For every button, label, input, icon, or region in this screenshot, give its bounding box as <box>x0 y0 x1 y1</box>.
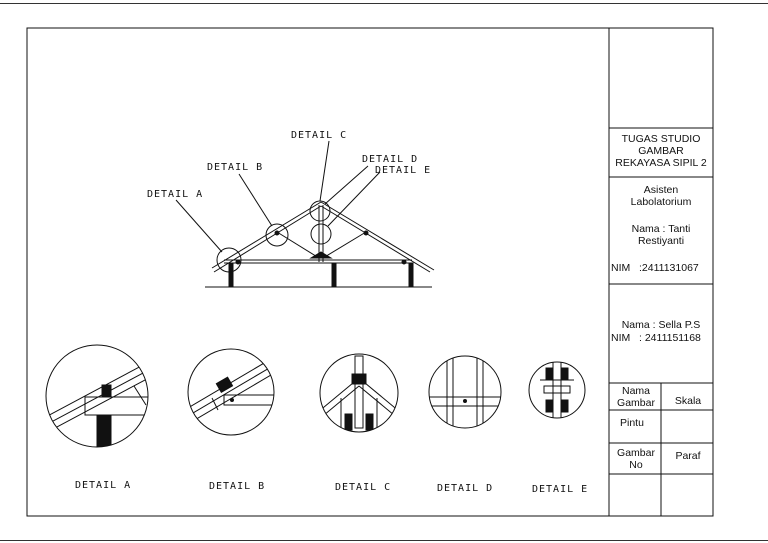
student-nim: NIM : 2411151168 <box>611 332 701 344</box>
assistant-role: Asisten Labolatorium <box>630 184 692 208</box>
signature-label: Paraf <box>675 450 701 462</box>
caption-detail-c: DETAIL C <box>335 482 391 493</box>
callout-detail-b: DETAIL B <box>207 162 263 173</box>
drawing-no-label: Gambar No <box>617 447 655 471</box>
title-block-grid <box>608 28 713 516</box>
assistant-nim: NIM :2411131067 <box>611 262 699 274</box>
bottom-border-line <box>0 540 768 541</box>
detail-c-drawing <box>319 353 399 433</box>
detail-b-drawing <box>187 348 275 436</box>
callout-detail-d: DETAIL D <box>362 154 418 165</box>
callout-detail-c: DETAIL C <box>291 130 347 141</box>
sheet-frame <box>26 27 714 517</box>
roof-truss-elevation <box>175 140 435 288</box>
caption-detail-a: DETAIL A <box>75 480 131 491</box>
title-block: TUGAS STUDIO GAMBAR REKAYASA SIPIL 2 Asi… <box>609 28 713 516</box>
caption-detail-d: DETAIL D <box>437 483 493 494</box>
callout-detail-e: DETAIL E <box>375 165 431 176</box>
caption-detail-e: DETAIL E <box>532 484 588 495</box>
student-name: Nama : Sella P.S <box>621 319 701 331</box>
detail-a-drawing <box>45 344 149 448</box>
caption-detail-b: DETAIL B <box>209 481 265 492</box>
drawing-name-label: Nama Gambar <box>617 385 655 409</box>
scale-label: Skala <box>674 395 702 407</box>
callout-detail-a: DETAIL A <box>147 189 203 200</box>
detail-e-drawing <box>528 361 586 419</box>
assistant-name: Nama : Tanti Restiyanti <box>631 223 691 247</box>
project-title: TUGAS STUDIO GAMBAR REKAYASA SIPIL 2 <box>615 133 707 169</box>
detail-d-drawing <box>428 355 502 429</box>
top-border-line <box>0 3 768 4</box>
drawing-name-value: Pintu <box>620 417 644 429</box>
